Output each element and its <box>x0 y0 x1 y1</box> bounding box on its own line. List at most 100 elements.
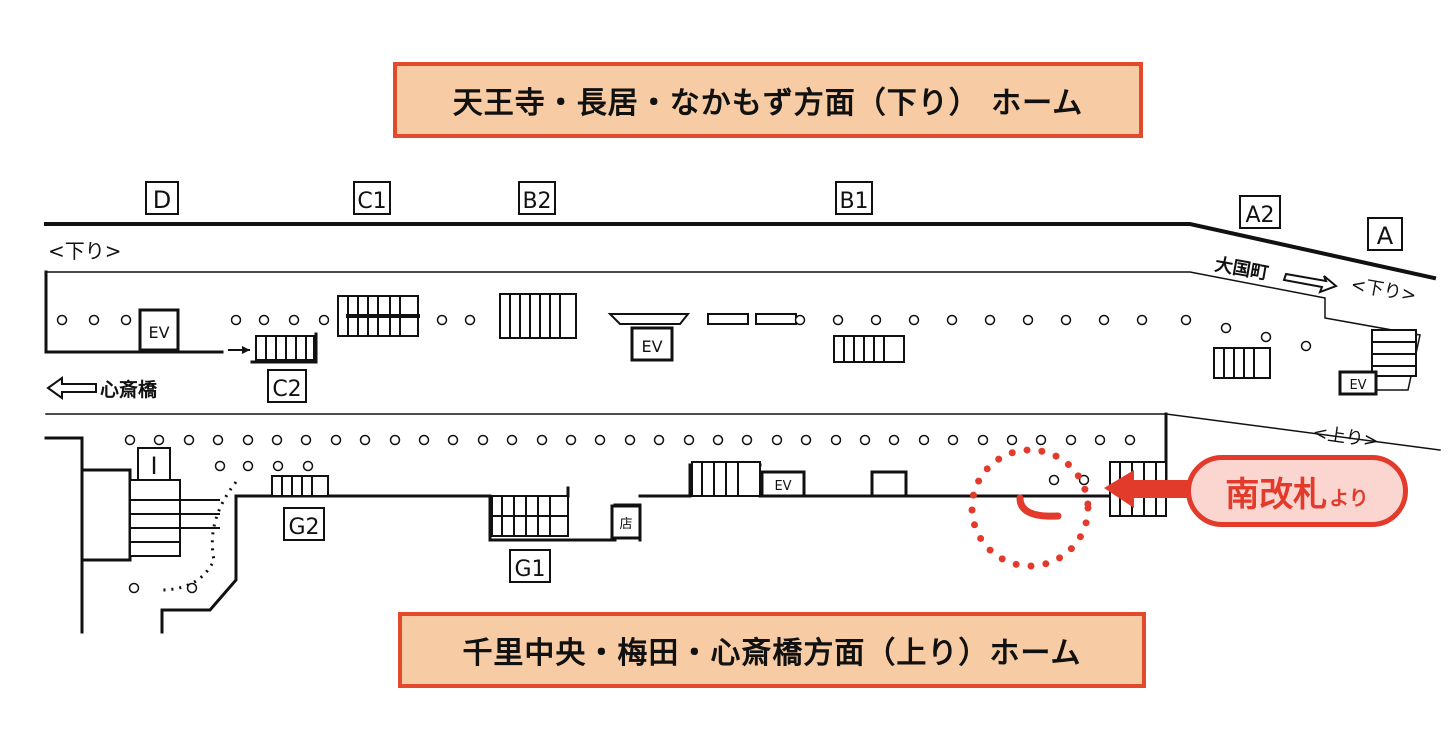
pillar <box>947 434 959 446</box>
exit-B2: B2 <box>522 189 551 214</box>
pillar <box>1260 331 1272 343</box>
banner-down-platform: 天王寺・長居・なかもず方面（下り） ホーム <box>393 62 1143 138</box>
pillar <box>88 314 100 326</box>
exit-G1: G1 <box>514 557 545 582</box>
pillar <box>186 582 198 594</box>
arrow-left-icon <box>46 376 97 400</box>
pillar <box>214 460 226 472</box>
shinsaibashi-label: 心斎橋 <box>100 378 158 401</box>
exit-G2: G2 <box>288 515 319 540</box>
ev-label-4: EV <box>1349 378 1366 393</box>
banner-up-text: 千里中央・梅田・心斎橋方面（上り）ホーム <box>462 636 1082 671</box>
pillar <box>153 434 165 446</box>
pillar <box>1035 434 1047 446</box>
pillar <box>908 314 920 326</box>
exit-B1: B1 <box>839 189 868 214</box>
pillar <box>830 434 842 446</box>
pillar <box>712 434 724 446</box>
ev-label-1: EV <box>148 323 169 342</box>
turn-arrow-icon <box>1016 494 1062 520</box>
south-gate-callout: 南改札より <box>1186 455 1408 527</box>
exit-C2: C2 <box>272 377 301 402</box>
pillar <box>594 434 606 446</box>
pillar <box>1124 434 1136 446</box>
pillar <box>436 314 448 326</box>
dotted-path <box>159 481 238 592</box>
arrow-right-icon <box>1282 272 1338 294</box>
pillar <box>1136 314 1148 326</box>
pillar <box>128 582 140 594</box>
pillar <box>653 434 665 446</box>
exit-I: I <box>150 452 157 480</box>
direction-down-left: <下り> <box>48 239 122 263</box>
pillar <box>447 434 459 446</box>
dotted-circle-marker <box>968 446 1092 570</box>
shop-label: 店 <box>619 517 632 532</box>
pillar <box>1006 434 1018 446</box>
elevators: EV EV EV EV 店 <box>138 308 1378 540</box>
direction-up-right: <上り> <box>1311 422 1379 452</box>
pillar <box>330 434 342 446</box>
banner-up-platform: 千里中央・梅田・心斎橋方面（上り）ホーム <box>398 612 1146 688</box>
down-platform-outer-wall <box>44 222 1437 281</box>
pillar <box>1180 314 1192 326</box>
ev-label-2: EV <box>641 337 662 356</box>
pillar <box>946 314 958 326</box>
pillar <box>1220 322 1232 334</box>
pillar <box>389 434 401 446</box>
pillar <box>318 314 330 326</box>
pillar <box>242 434 254 446</box>
pillar <box>1060 314 1072 326</box>
pillar <box>258 314 270 326</box>
pillar <box>120 314 132 326</box>
pillar <box>794 314 806 326</box>
pillar <box>918 434 930 446</box>
pillar <box>212 434 224 446</box>
pillar <box>124 434 136 446</box>
pillar <box>536 434 548 446</box>
pillar <box>771 434 783 446</box>
pillar <box>477 434 489 446</box>
daikokucho-label: 大国町 <box>1213 253 1270 284</box>
pillar <box>464 314 476 326</box>
pillar <box>359 434 371 446</box>
banner-down-text: 天王寺・長居・なかもず方面（下り） ホーム <box>452 86 1084 121</box>
pillar <box>506 434 518 446</box>
pillar <box>288 314 300 326</box>
pillar <box>565 434 577 446</box>
stairs-group-down <box>255 293 1417 379</box>
pillar <box>183 434 195 446</box>
exit-A2: A2 <box>1245 203 1274 228</box>
callout-sub: より <box>1329 485 1369 510</box>
pillar-markers <box>56 314 1312 594</box>
exit-D: D <box>153 186 171 214</box>
pillar <box>870 314 882 326</box>
pillar <box>242 460 254 472</box>
callout-main: 南改札 <box>1225 474 1328 515</box>
red-arrow-icon <box>1104 470 1192 508</box>
pillar <box>1065 434 1077 446</box>
pillar <box>56 314 68 326</box>
direction-down-right: <下り> <box>1349 274 1418 306</box>
pillar <box>302 460 314 472</box>
ev-label-3: EV <box>774 479 791 494</box>
pillar <box>230 314 242 326</box>
exit-C1: C1 <box>357 189 386 214</box>
pillar <box>1048 474 1060 486</box>
pillar <box>683 434 695 446</box>
pillar <box>1022 314 1034 326</box>
pillar <box>1098 314 1110 326</box>
pillar <box>271 434 283 446</box>
pillar <box>1078 474 1090 486</box>
pillar <box>977 434 989 446</box>
pillar <box>418 434 430 446</box>
pillar <box>859 434 871 446</box>
exit-A: A <box>1377 222 1394 250</box>
pillar <box>1300 340 1312 352</box>
exit-markers: D C1 B2 B1 A2 A C2 I G2 G1 <box>137 181 1403 583</box>
pillar <box>888 434 900 446</box>
pillar <box>300 434 312 446</box>
pillar <box>984 314 996 326</box>
pillar <box>832 314 844 326</box>
pillar <box>741 434 753 446</box>
